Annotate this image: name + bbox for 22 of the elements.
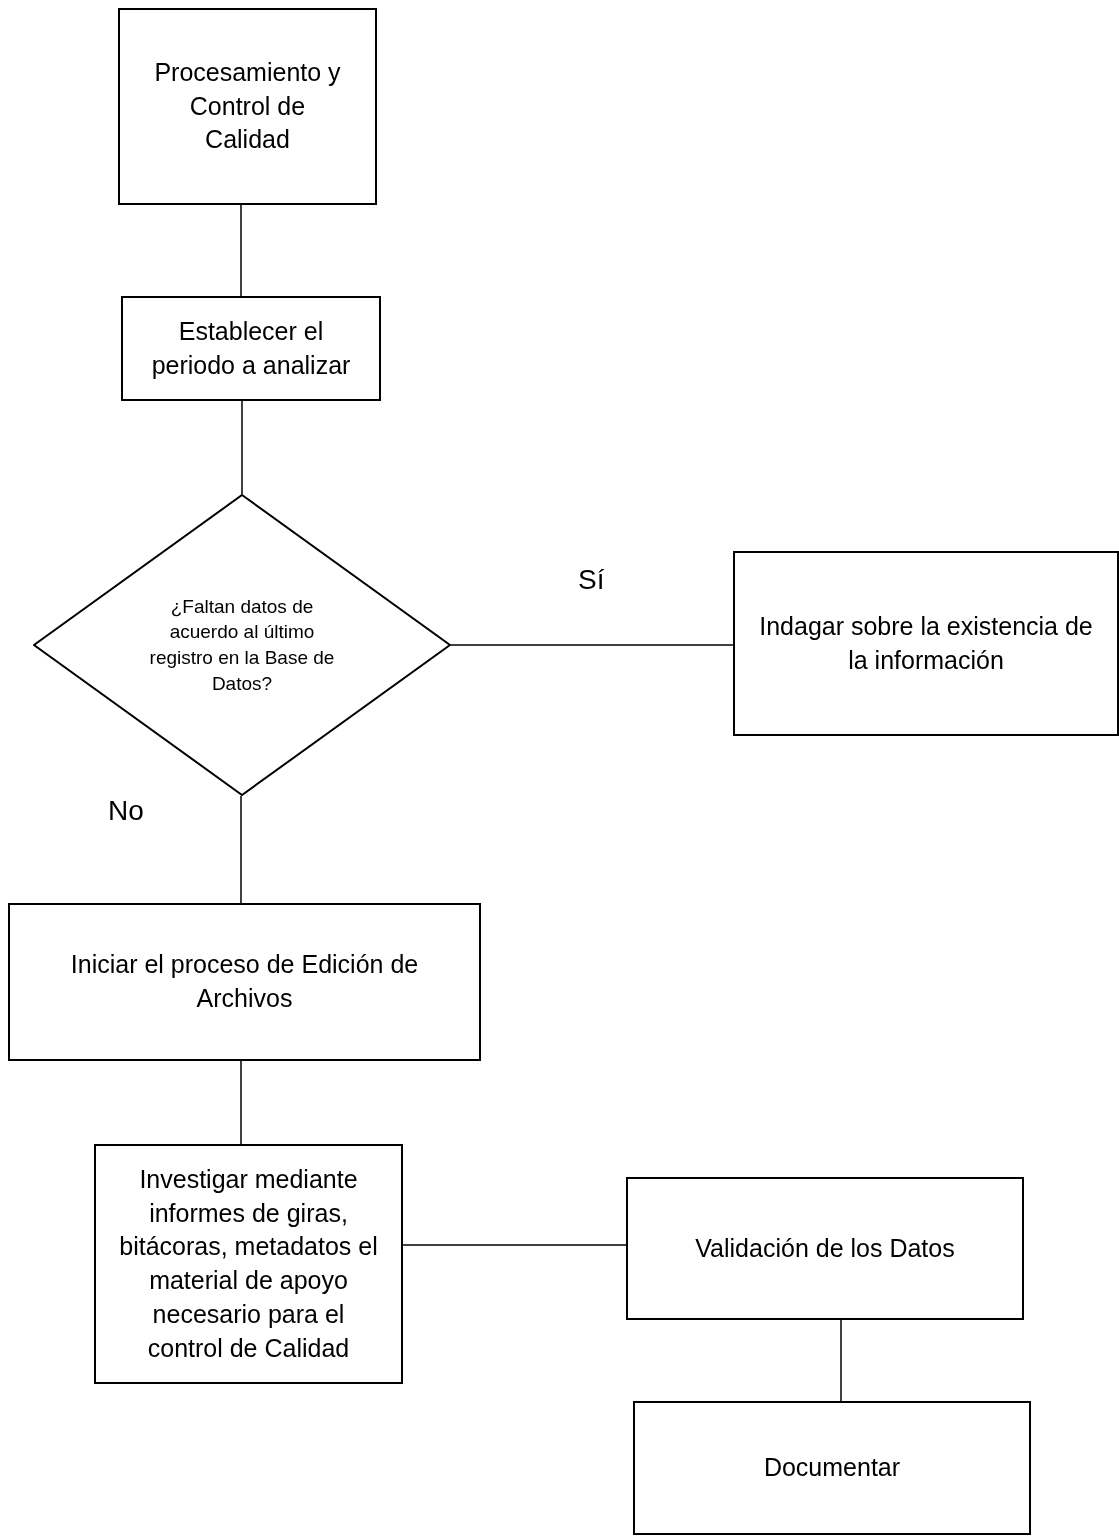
connector-line	[450, 644, 734, 646]
connector-line	[240, 1060, 242, 1145]
process-label: Indagar sobre la existencia de la información	[758, 610, 1094, 676]
process-label: Procesamiento y Control de Calidad	[153, 56, 342, 156]
process-box	[118, 8, 377, 205]
decision-label: ¿Faltan datos de acuerdo al último registro en la Base de Datos?	[148, 594, 336, 696]
process-box	[8, 903, 481, 1061]
process-box	[633, 1401, 1031, 1535]
process-label: Establecer el periodo a analizar	[150, 315, 352, 381]
process-label: Validación de los Datos	[695, 1232, 955, 1264]
process-label: Investigar mediante informes de giras, bitácoras, metadatos el material de apoyo necesario para el control de Calidad	[118, 1163, 379, 1364]
process-label: Documentar	[763, 1452, 901, 1484]
connector-line	[241, 400, 243, 495]
process-box	[626, 1177, 1024, 1320]
connector-line	[840, 1319, 842, 1402]
process-box	[94, 1144, 403, 1384]
connector-line	[402, 1244, 627, 1246]
process-box	[121, 296, 381, 401]
process-label: Iniciar el proceso de Edición de Archivos	[69, 949, 420, 1014]
process-box	[733, 551, 1119, 736]
connector-line	[240, 204, 242, 297]
connector-line	[240, 795, 242, 904]
